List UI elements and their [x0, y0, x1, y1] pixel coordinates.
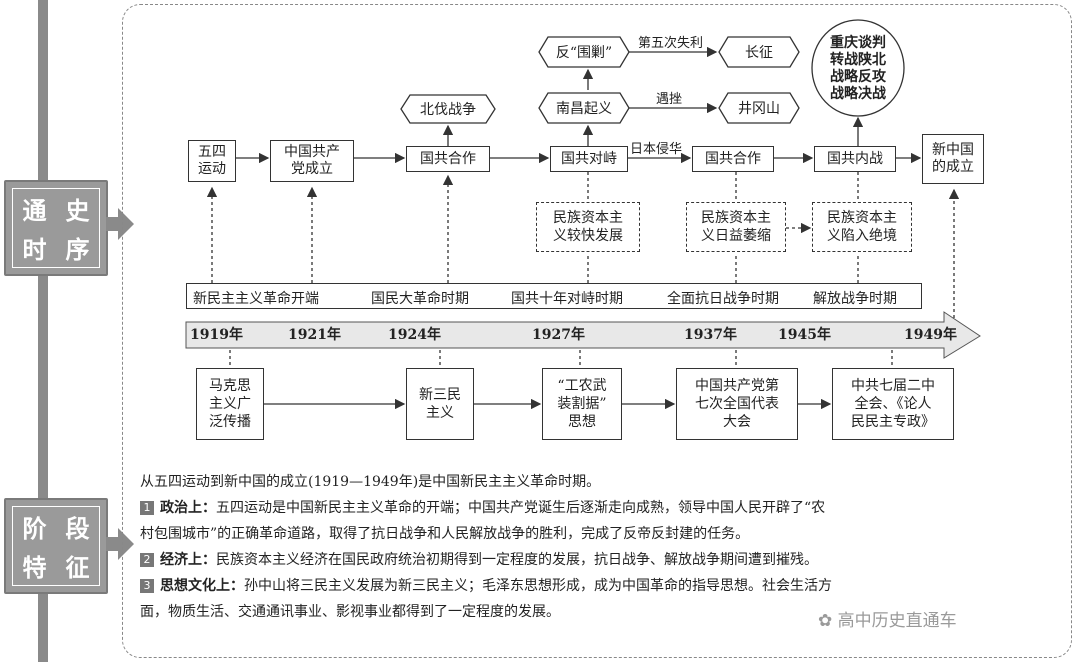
politics-paragraph: 1 政治上：五四运动是中国新民主主义革命的开端；中国共产党诞生后逐渐走向成熟，领导…: [140, 496, 1060, 520]
node-nanchang-uprising: 南昌起义: [538, 92, 630, 124]
node-prc-founding: 新中国 的成立: [922, 134, 984, 184]
node-kmt-ccp-cooperation-1: 国共合作: [406, 146, 490, 172]
right-arrow-icon: [106, 208, 134, 240]
node-label: 长征: [745, 45, 773, 61]
year-label: 1924年: [388, 327, 441, 343]
period-label: 解放战争时期: [813, 291, 897, 307]
econ-desperate: 民族资本主 义陷入绝境: [812, 202, 912, 252]
node-label: 南昌起义: [556, 101, 612, 117]
section-heading: 政治上：: [160, 500, 216, 516]
edge-label-setback: 遇挫: [656, 92, 683, 107]
year-label: 1921年: [288, 327, 341, 343]
side-char: 史: [65, 197, 90, 225]
right-arrow-icon: [106, 528, 134, 560]
number-badge: 3: [140, 579, 154, 593]
section-heading: 思想文化上：: [160, 578, 244, 594]
year-label: 1945年: [778, 327, 831, 343]
side-label-chronology: 通 史 时 序: [4, 180, 108, 276]
year-label: 1919年: [190, 327, 243, 343]
edge-label-japanese-invasion: 日本侵华: [630, 142, 683, 157]
node-label: 北伐战争: [420, 102, 476, 118]
period-label: 国共十年对峙时期: [511, 291, 623, 307]
left-spine: [38, 0, 48, 662]
watermark: ✿ 高中历史直通车: [818, 606, 957, 631]
paragraph-text: 民族资本主义经济在国民政府统治初期得到一定程度的发展，抗日战争、解放战争期间遭到…: [216, 552, 818, 568]
side-char: 序: [65, 236, 90, 264]
period-label: 国民大革命时期: [371, 291, 469, 307]
idea-second-plenum: 中共七届二中 全会、《论人 民民主专政》: [832, 368, 954, 440]
node-civil-war-events: 重庆谈判 转战陕北 战略反攻 战略决战: [810, 18, 906, 118]
period-label: 全面抗日战争时期: [667, 291, 779, 307]
node-ccp-founding: 中国共产 党成立: [270, 140, 354, 182]
period-label: 新民主主义革命开端: [193, 291, 319, 307]
year-label: 1949年: [904, 327, 957, 343]
idea-armed-separatism: “工农武 装割据” 思想: [542, 368, 622, 440]
number-badge: 2: [140, 553, 154, 567]
node-long-march: 长征: [718, 36, 800, 68]
node-anti-encirclement: 反“围剿”: [538, 36, 630, 68]
node-kmt-ccp-confrontation: 国共对峙: [550, 146, 628, 172]
econ-shrinking: 民族资本主 义日益萎缩: [686, 202, 786, 252]
idea-seventh-congress: 中国共产党第 七次全国代表 大会: [676, 368, 798, 440]
side-char: 通: [22, 197, 47, 225]
node-may-fourth: 五四 运动: [188, 140, 236, 182]
politics-paragraph-cont: 村包围城市”的正确革命道路，取得了抗日战争和人民解放战争的胜利，完成了反帝反封建…: [140, 526, 750, 542]
side-char: 阶: [22, 515, 47, 543]
period-bar: 新民主主义革命开端 国民大革命时期 国共十年对峙时期 全面抗日战争时期 解放战争…: [186, 283, 922, 309]
culture-paragraph-cont: 面，物质生活、交通通讯事业、影视事业都得到了一定程度的发展。: [140, 604, 560, 620]
side-char: 征: [65, 554, 90, 582]
wechat-icon: ✿: [818, 611, 838, 631]
year-label: 1927年: [532, 327, 585, 343]
watermark-text: 高中历史直通车: [837, 611, 957, 631]
node-label: 井冈山: [738, 101, 780, 117]
number-badge: 1: [140, 501, 154, 515]
edge-label-fifth-defeat: 第五次失利: [638, 36, 704, 51]
oval-label: 重庆谈判 转战陕北 战略反攻 战略决战: [830, 35, 886, 102]
paragraph-text: 五四运动是中国新民主主义革命的开端；中国共产党诞生后逐渐走向成熟，领导中国人民开…: [216, 500, 826, 516]
economy-paragraph: 2 经济上：民族资本主义经济在国民政府统治初期得到一定程度的发展，抗日战争、解放战…: [140, 548, 1060, 572]
node-northern-expedition: 北伐战争: [400, 94, 496, 124]
node-jinggangshan: 井冈山: [718, 92, 800, 124]
node-civil-war: 国共内战: [814, 146, 896, 172]
paragraph-text: 孙中山将三民主义发展为新三民主义；毛泽东思想形成，成为中国革命的指导思想。社会生…: [244, 578, 832, 594]
node-kmt-ccp-cooperation-2: 国共合作: [692, 146, 774, 172]
content-frame: [122, 4, 1072, 658]
intro-line: 从五四运动到新中国的成立(1919—1949年)是中国新民主主义革命时期。: [140, 474, 601, 490]
section-heading: 经济上：: [160, 552, 216, 568]
side-char: 特: [22, 554, 47, 582]
side-char: 段: [65, 515, 90, 543]
node-label: 反“围剿”: [555, 45, 613, 61]
idea-new-three-principles: 新三民 主义: [406, 368, 474, 440]
econ-rapid-growth: 民族资本主 义较快发展: [536, 202, 640, 252]
side-char: 时: [22, 236, 47, 264]
idea-marxism-spread: 马克思 主义广 泛传播: [196, 368, 264, 440]
year-label: 1937年: [684, 327, 737, 343]
culture-paragraph: 3 思想文化上：孙中山将三民主义发展为新三民主义；毛泽东思想形成，成为中国革命的指…: [140, 574, 1060, 598]
